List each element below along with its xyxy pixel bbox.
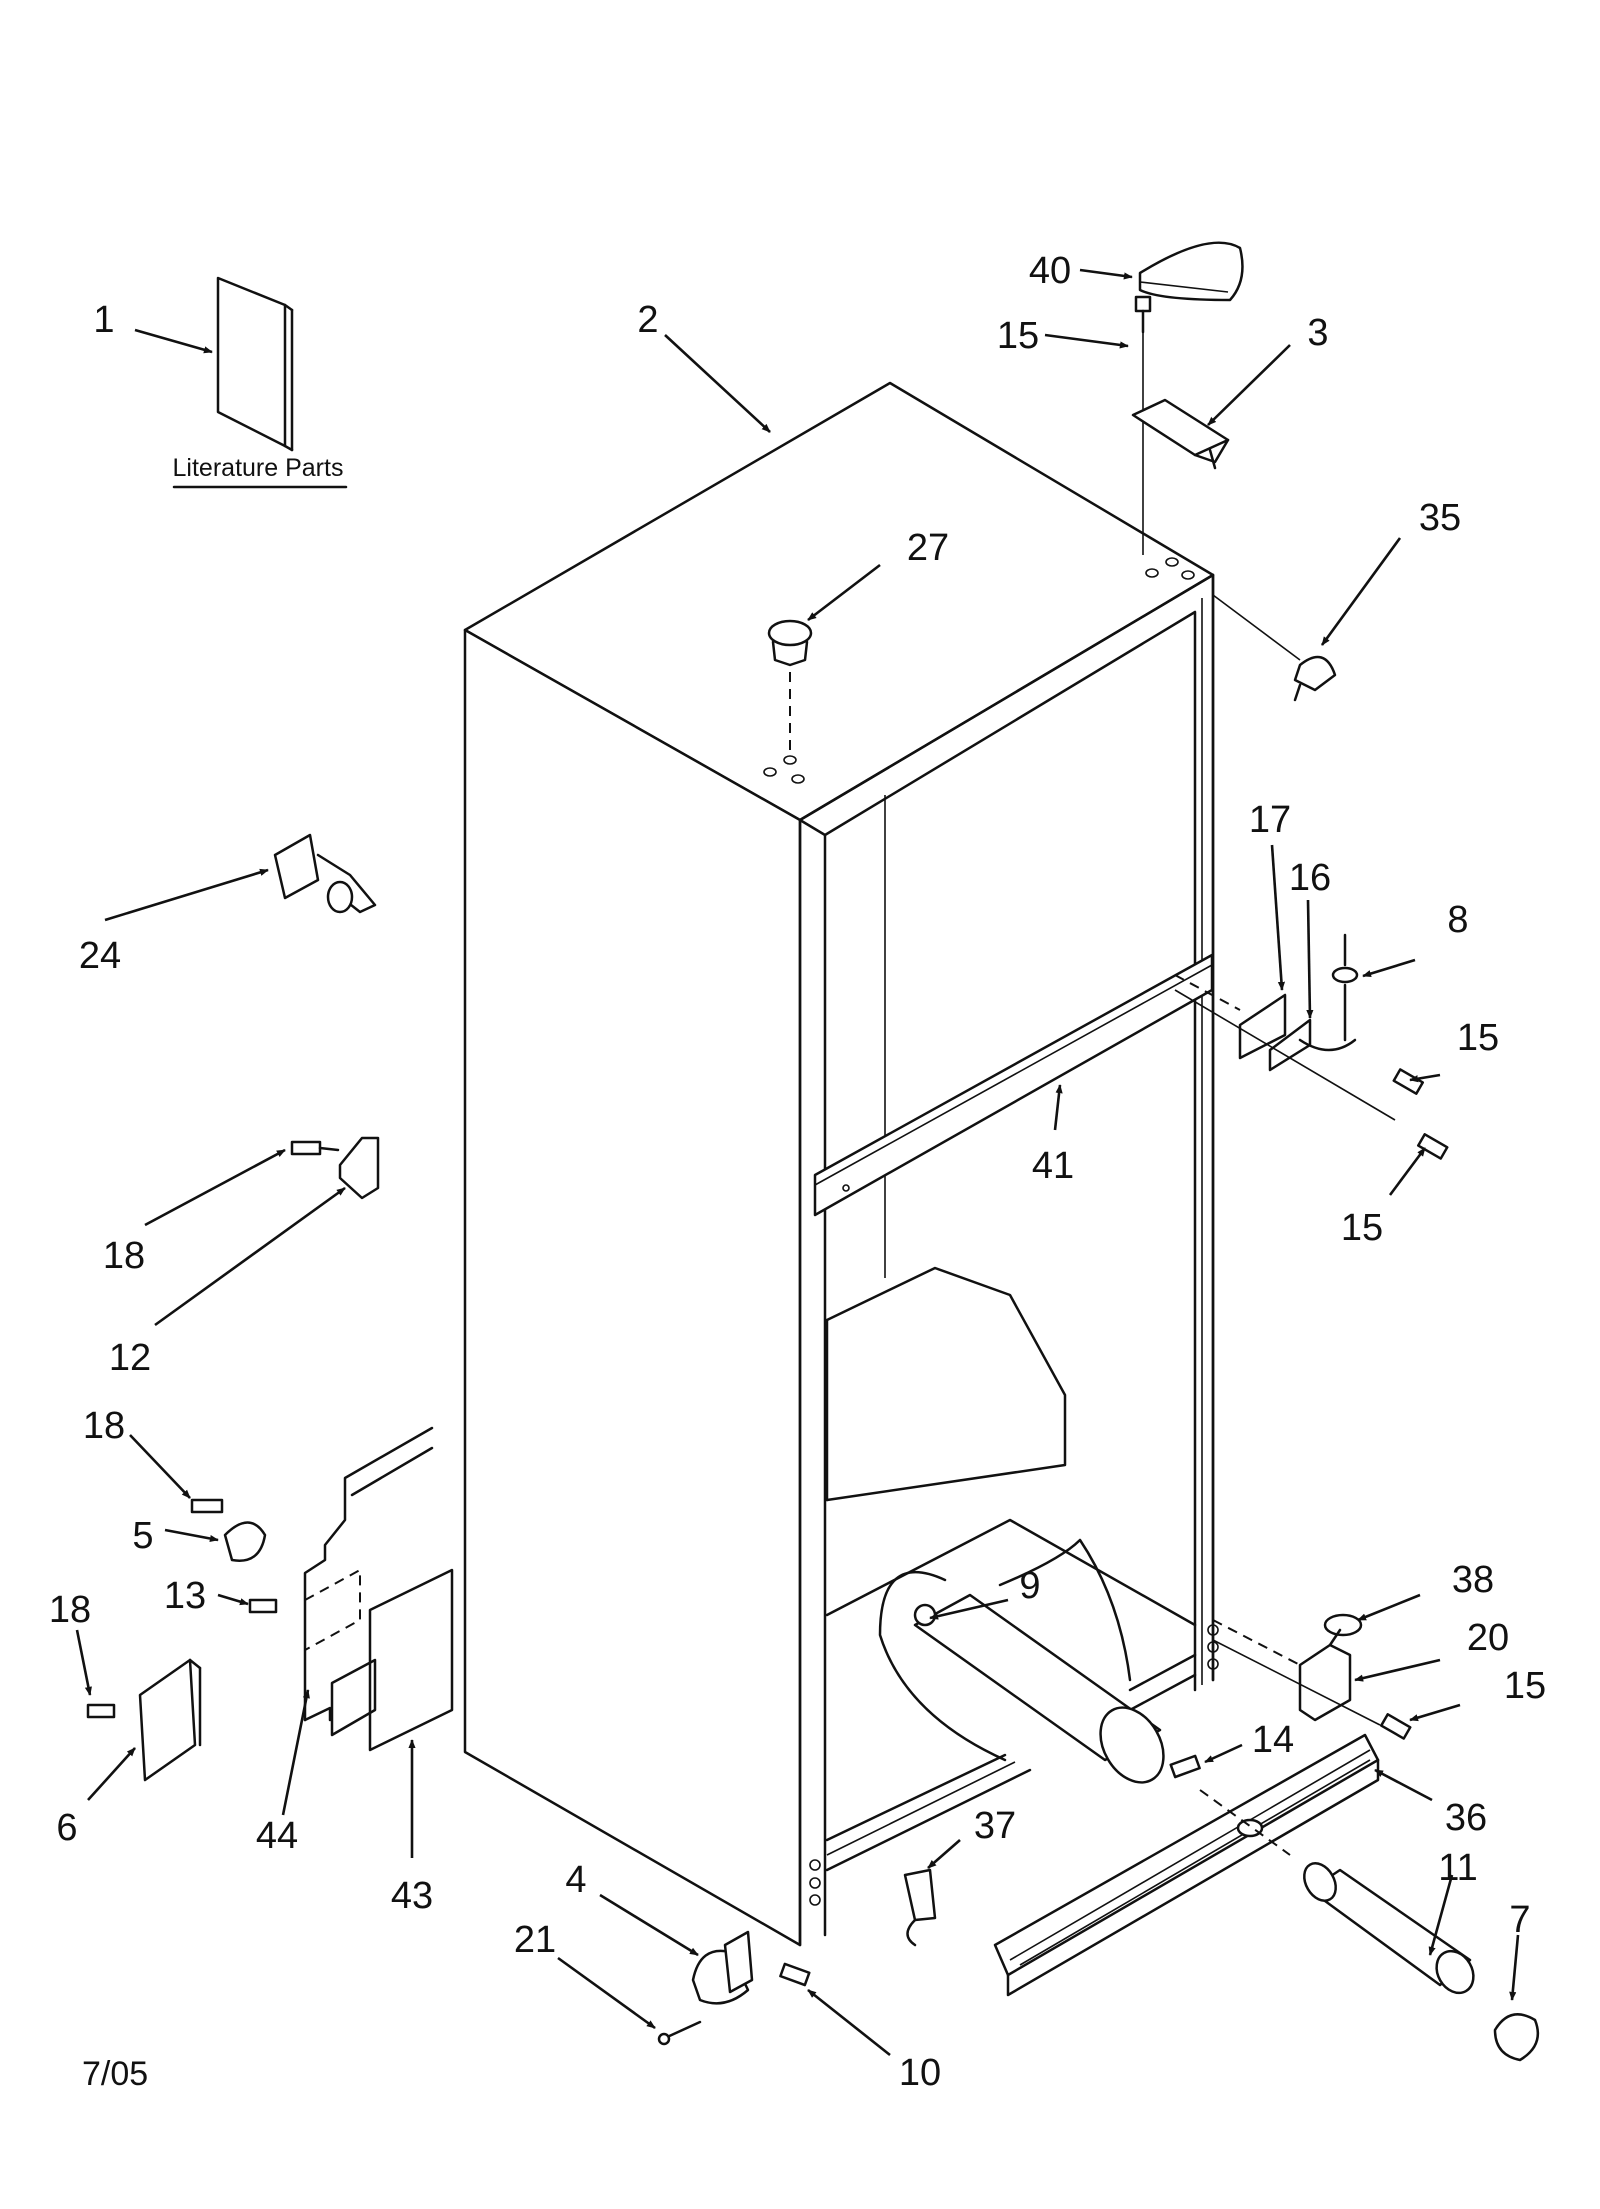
- hinge-trim-part: [1212, 594, 1337, 702]
- hinge-bracket-part: [290, 1136, 380, 1200]
- literature-caption: Literature Parts: [173, 454, 344, 482]
- callout-leaders: [75, 268, 1520, 2057]
- revision-date: 7/05: [82, 2055, 148, 2093]
- callout-15-middle-lower: 15: [1341, 1207, 1383, 1249]
- callout-21: 21: [514, 1919, 556, 1961]
- callout-41: 41: [1032, 1145, 1074, 1187]
- plug-part: [767, 619, 813, 752]
- callout-7: 7: [1509, 1899, 1530, 1941]
- callout-15-lower: 15: [1504, 1665, 1546, 1707]
- hinge-cover-part: [1138, 241, 1244, 302]
- callout-14: 14: [1252, 1719, 1294, 1761]
- literature-booklet: [172, 276, 348, 489]
- callout-3: 3: [1307, 312, 1328, 354]
- callout-labels: 1 2 3 40 15 35 27 24 17 16 8 15 41 15 18…: [49, 250, 1546, 2094]
- top-hinge-part: [1131, 295, 1230, 555]
- filter-housing-part: [878, 1538, 1165, 1784]
- callout-18-lower: 18: [49, 1589, 91, 1631]
- center-rail-part: [813, 953, 1214, 1217]
- callout-38: 38: [1452, 1559, 1494, 1601]
- callout-16: 16: [1289, 857, 1331, 899]
- callout-4: 4: [565, 1859, 586, 1901]
- rear-panel-part: [86, 1426, 454, 1782]
- callout-1: 1: [93, 299, 114, 341]
- door-stop-part: [273, 833, 377, 914]
- callout-17: 17: [1249, 799, 1291, 841]
- cabinet-part: [463, 381, 1219, 1947]
- callout-13: 13: [164, 1575, 206, 1617]
- leveling-leg-part: [657, 1930, 811, 2046]
- callout-27: 27: [907, 527, 949, 569]
- callout-5: 5: [132, 1515, 153, 1557]
- callout-15-top: 15: [997, 315, 1039, 357]
- callout-20: 20: [1467, 1617, 1509, 1659]
- callout-18-middle: 18: [83, 1405, 125, 1447]
- callout-37: 37: [974, 1805, 1016, 1847]
- callout-12: 12: [109, 1337, 151, 1379]
- callout-9: 9: [1019, 1565, 1040, 1607]
- water-filter-part: [1303, 1862, 1540, 2062]
- callout-18-upper: 18: [103, 1235, 145, 1277]
- callout-35: 35: [1419, 497, 1461, 539]
- callout-44: 44: [256, 1815, 298, 1857]
- callout-2: 2: [637, 299, 658, 341]
- bottom-hinge-part: [1169, 1613, 1412, 1779]
- callout-6: 6: [56, 1807, 77, 1849]
- callout-15-middle-upper: 15: [1457, 1017, 1499, 1059]
- callout-10: 10: [899, 2052, 941, 2094]
- middle-hinge-part: [1174, 933, 1449, 1160]
- callout-11: 11: [1438, 1847, 1477, 1889]
- callout-43: 43: [391, 1875, 433, 1917]
- callout-36: 36: [1445, 1797, 1487, 1839]
- callout-40: 40: [1029, 250, 1071, 292]
- callout-8: 8: [1447, 899, 1468, 941]
- callout-24: 24: [79, 935, 121, 977]
- wire-clip-part: [903, 1868, 937, 1947]
